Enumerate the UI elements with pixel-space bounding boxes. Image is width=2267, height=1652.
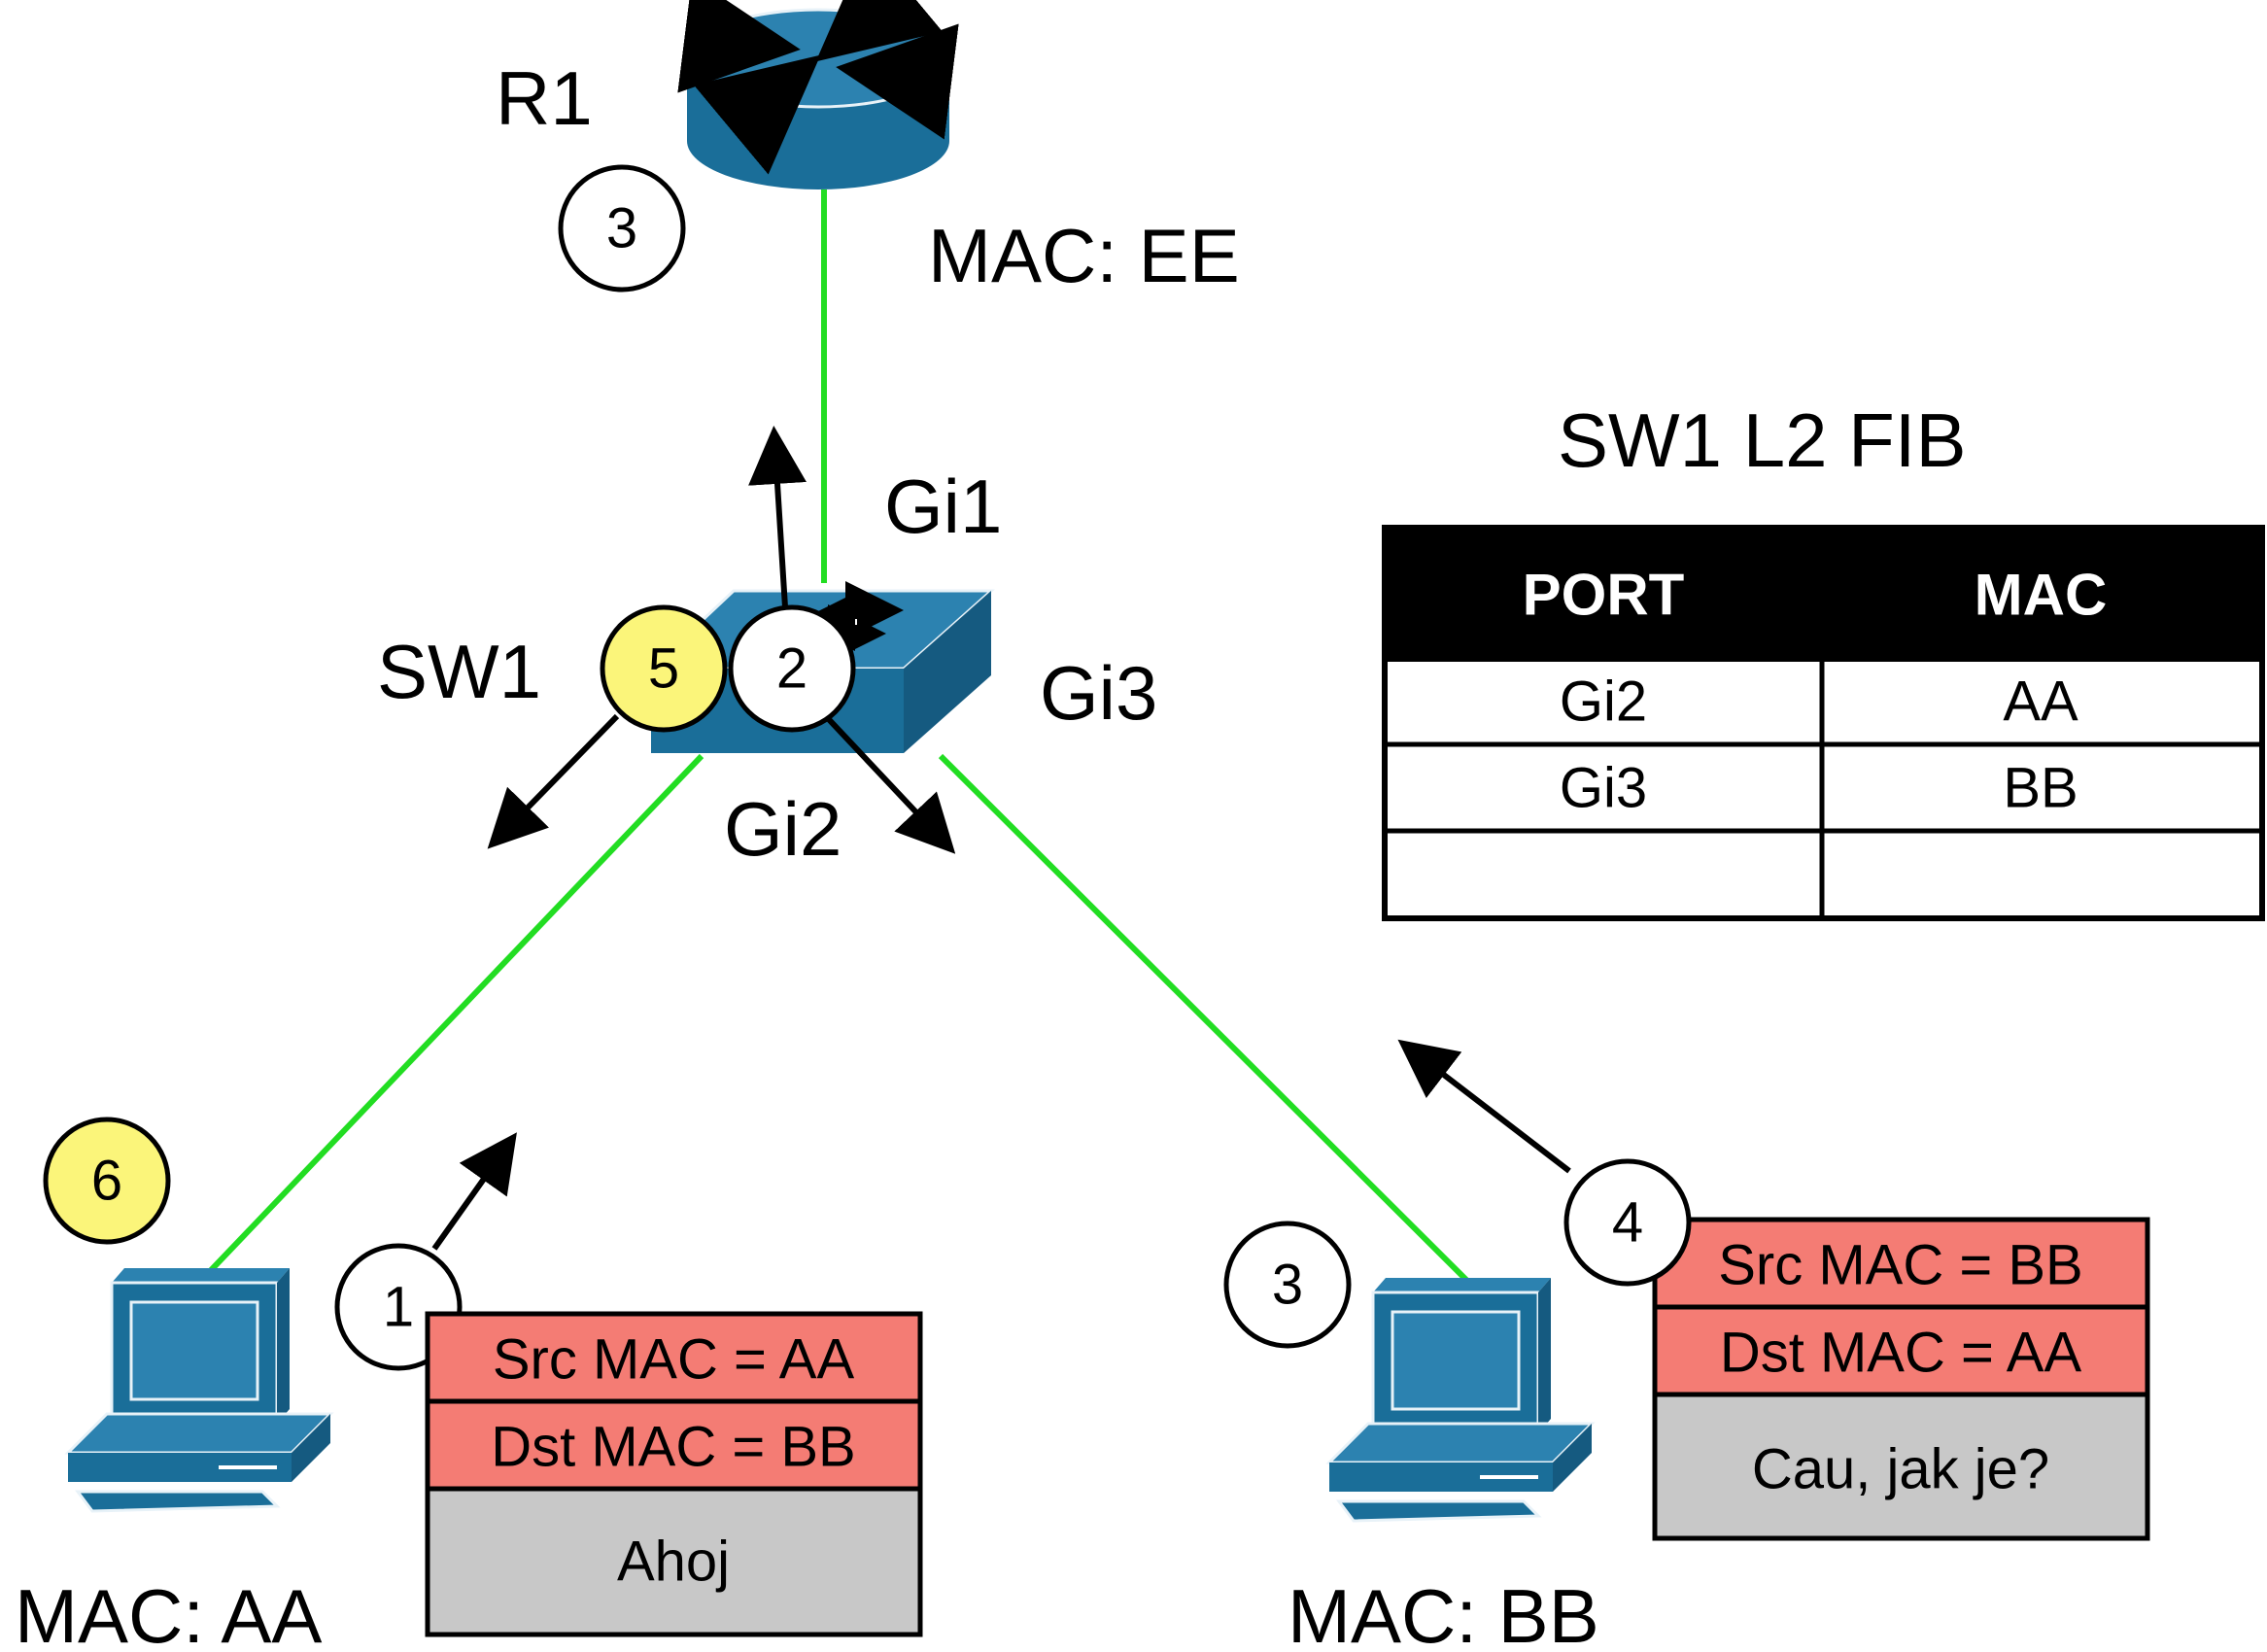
- svg-text:Src MAC = BB: Src MAC = BB: [1718, 1234, 2082, 1297]
- svg-text:Dst MAC = AA: Dst MAC = AA: [1720, 1322, 2082, 1385]
- svg-text:1: 1: [383, 1276, 414, 1339]
- fib-row-1-mac: AA: [2003, 671, 2078, 734]
- arrow-step2-down-right: [821, 711, 956, 854]
- host-b-mac: MAC: BB: [1288, 1573, 1599, 1652]
- router-mac: MAC: EE: [928, 213, 1240, 298]
- router-name: R1: [496, 55, 593, 141]
- frame-a-src: [425, 1311, 923, 1404]
- arrow-step4-up-left: [1397, 1039, 1571, 1174]
- svg-text:Ahoj: Ahoj: [617, 1531, 730, 1594]
- svg-text:6: 6: [91, 1150, 122, 1213]
- link-sw1-host-a: [191, 753, 704, 1291]
- fib-row-1-port: Gi2: [1560, 671, 1647, 734]
- svg-text:Cau, jak je?: Cau, jak je?: [1752, 1438, 2049, 1501]
- link-sw1-host-b: [938, 753, 1472, 1286]
- host-a-mac: MAC: AA: [15, 1573, 322, 1652]
- frame-b-payload: [1652, 1392, 2150, 1541]
- step-5-marker: 5: [600, 604, 728, 733]
- fib-header-port: PORT: [1523, 563, 1685, 628]
- svg-text:3: 3: [606, 197, 637, 260]
- fib-table: PORT MAC Gi2 AA Gi3 BB: [1382, 525, 2265, 921]
- arrow-step1-up-right: [431, 1132, 517, 1251]
- frame-b-src: [1652, 1217, 2150, 1310]
- switch-port-gi3: Gi3: [1040, 650, 1157, 736]
- arrows: [431, 426, 1571, 1251]
- switch-port-gi2: Gi2: [724, 786, 842, 872]
- frame-b-dst: [1652, 1304, 2150, 1397]
- svg-text:5: 5: [648, 637, 679, 701]
- switch-port-gi1: Gi1: [884, 464, 1002, 549]
- frame-b: Src MAC = BB Dst MAC = AA Cau, jak je?: [1652, 1217, 2150, 1541]
- fib-header-mac: MAC: [1975, 563, 2108, 628]
- host-a-computer-icon: [64, 1268, 334, 1513]
- fib-header-row: [1385, 528, 2262, 659]
- svg-text:4: 4: [1612, 1191, 1643, 1255]
- svg-text:2: 2: [776, 637, 807, 701]
- frame-a-dst: [425, 1398, 923, 1492]
- fib-row-2-port: Gi3: [1560, 757, 1647, 820]
- svg-text:Src MAC = AA: Src MAC = AA: [493, 1328, 855, 1392]
- step-4-marker: 4: [1563, 1158, 1692, 1287]
- svg-text:3: 3: [1272, 1254, 1303, 1317]
- switch-name: SW1: [377, 629, 541, 714]
- fib-row-2-mac: BB: [2003, 757, 2078, 820]
- svg-text:Dst MAC = BB: Dst MAC = BB: [491, 1416, 855, 1479]
- step-3-host-b-marker: 3: [1223, 1221, 1352, 1349]
- links: [191, 189, 1472, 1291]
- host-b-computer-icon: [1325, 1278, 1596, 1523]
- frame-a-payload: [425, 1486, 923, 1637]
- fib-title: SW1 L2 FIB: [1558, 397, 1966, 483]
- arrow-step5-down-left: [487, 713, 620, 849]
- step-3-router-marker: 3: [558, 164, 686, 293]
- step-6-marker: 6: [43, 1117, 171, 1245]
- router-icon: [677, 0, 959, 189]
- step-2-marker: 2: [728, 604, 856, 733]
- frame-a: Src MAC = AA Dst MAC = BB Ahoj: [425, 1311, 923, 1637]
- arrow-step2-up: [748, 426, 807, 608]
